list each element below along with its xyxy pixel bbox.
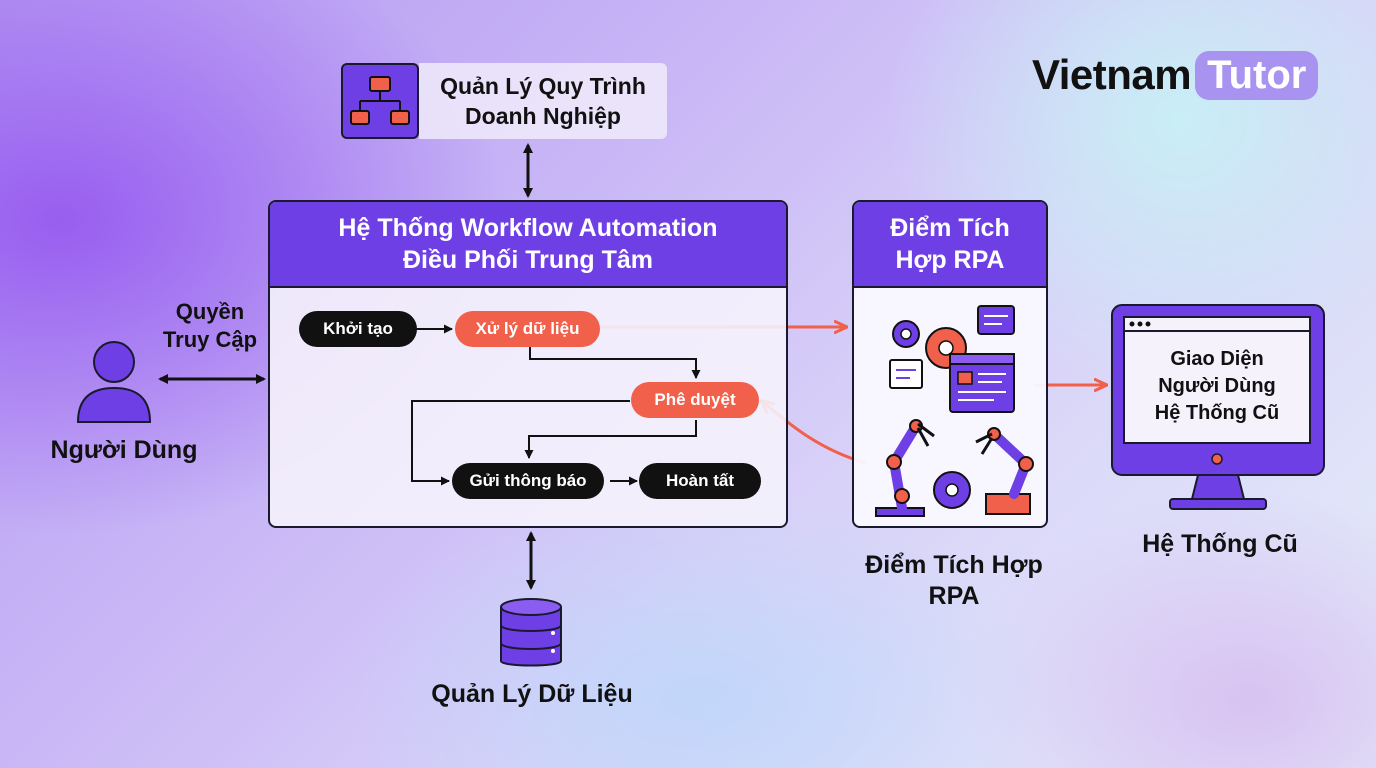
central-title-line1: Hệ Thống Workflow Automation: [338, 214, 718, 242]
brand-logo-part2: Tutor: [1195, 50, 1319, 100]
workflow-flow-lines: [411, 324, 701, 486]
legacy-screen-line2: Người Dùng: [1158, 375, 1276, 397]
step-approve: Phê duyệt: [631, 382, 759, 418]
legacy-system-label: Hệ Thống Cũ: [1142, 530, 1298, 558]
rpa-head-line1: Điểm Tích: [890, 214, 1010, 242]
database-icon: [500, 598, 562, 667]
process-management-line2: Doanh Nghiệp: [465, 103, 621, 129]
data-management-label: Quản Lý Dữ Liệu: [431, 680, 633, 708]
rpa-header: Điểm Tích Hợp RPA: [854, 202, 1046, 288]
legacy-screen-text: Giao Diện Người Dùng Hệ Thống Cũ: [1126, 346, 1308, 427]
user-label: Người Dùng: [50, 436, 198, 464]
org-chart-icon: [341, 63, 419, 139]
rpa-caption-line1: Điểm Tích Hợp: [865, 551, 1043, 579]
rpa-head-line2: Hợp RPA: [895, 246, 1005, 274]
brand-logo-part1: Vietnam: [1032, 51, 1192, 98]
gear-icon: [892, 320, 920, 348]
rpa-caption-line2: RPA: [928, 582, 980, 610]
monitor-icon: [1111, 304, 1325, 510]
rpa-integration-box: Điểm Tích Hợp RPA: [852, 200, 1048, 528]
central-workflow-header: Hệ Thống Workflow Automation Điều Phối T…: [270, 202, 786, 288]
central-workflow-box: Hệ Thống Workflow Automation Điều Phối T…: [268, 200, 788, 528]
rpa-caption: Điểm Tích Hợp RPA: [848, 550, 1060, 612]
step-process-data: Xử lý dữ liệu: [455, 311, 600, 347]
step-notify: Gửi thông báo: [452, 463, 604, 499]
brand-logo: Vietnam Tutor: [1032, 47, 1319, 103]
step-done: Hoàn tất: [639, 463, 761, 499]
access-rights-label: Quyền Truy Cập: [150, 298, 270, 354]
access-rights-line2: Truy Cập: [162, 327, 258, 352]
process-management-line1: Quản Lý Quy Trình: [440, 73, 646, 99]
process-management-label: Quản Lý Quy Trình Doanh Nghiệp: [419, 63, 667, 139]
rpa-robots-illustration: [875, 305, 1034, 517]
step-init: Khởi tạo: [299, 311, 417, 347]
legacy-screen-line1: Giao Diện: [1170, 348, 1264, 370]
legacy-screen-line3: Hệ Thống Cũ: [1154, 402, 1280, 424]
central-title-line2: Điều Phối Trung Tâm: [402, 246, 653, 274]
access-rights-line1: Quyền: [175, 299, 245, 324]
user-icon: [76, 341, 152, 423]
